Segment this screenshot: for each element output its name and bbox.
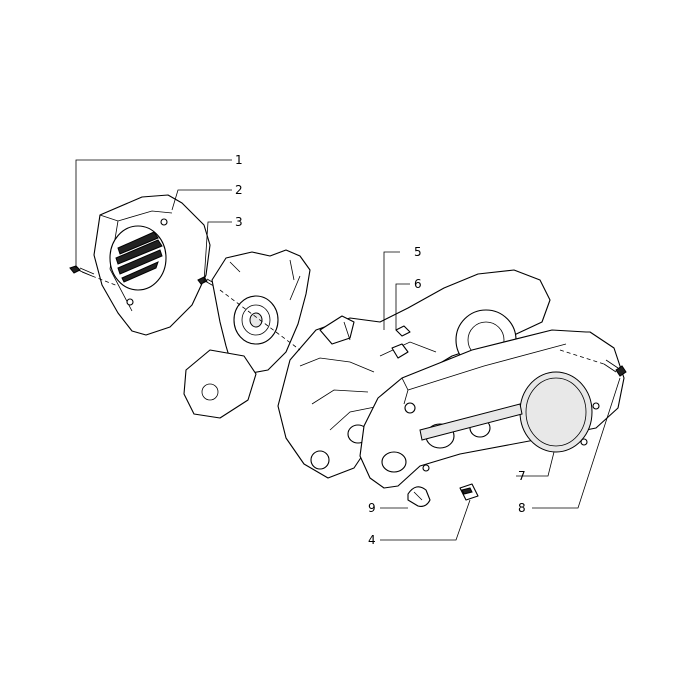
engine-shroud [183, 249, 311, 419]
callout-1: 1 [235, 153, 243, 167]
callout-8: 8 [518, 501, 526, 515]
part-1-screw [69, 265, 95, 277]
part-2-fan-cover [93, 194, 211, 336]
part-8-screw [603, 359, 627, 377]
callout-7: 7 [518, 469, 526, 483]
part-9-clamp [407, 486, 431, 507]
callout-numbers: 1 2 3 5 6 7 8 9 4 [235, 153, 526, 547]
callout-2: 2 [235, 183, 243, 197]
assembly-axis-lines [91, 275, 605, 365]
callout-9: 9 [368, 501, 376, 515]
part-6-clip [395, 325, 411, 337]
part-4-bracket [459, 483, 479, 501]
callout-leaders [75, 159, 621, 541]
callout-6: 6 [414, 277, 422, 291]
callout-3: 3 [235, 215, 243, 229]
callout-5: 5 [414, 245, 422, 259]
part-7-transmission-cover [359, 329, 625, 489]
callout-4: 4 [368, 533, 376, 547]
part-5-fitting [391, 343, 409, 359]
